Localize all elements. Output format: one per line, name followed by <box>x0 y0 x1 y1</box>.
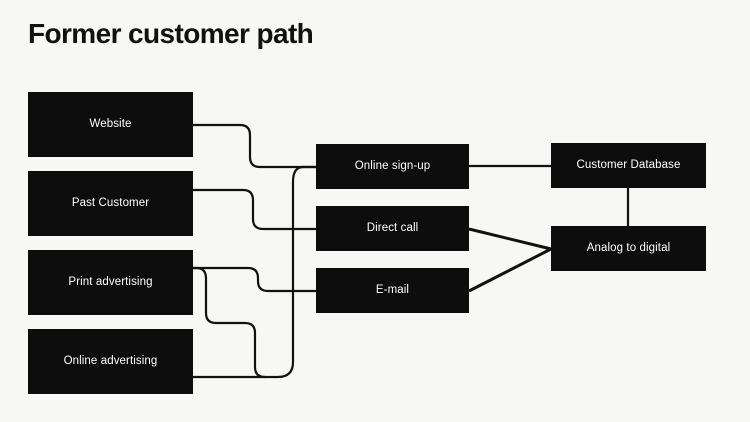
node-label-online-advertising: Online advertising <box>63 355 158 367</box>
node-label-print-advertising: Print advertising <box>68 276 153 288</box>
node-label-online-sign-up: Online sign-up <box>354 159 431 172</box>
node-label-website: Website <box>89 118 132 130</box>
node-label-e-mail: E-mail <box>375 283 410 296</box>
edge-past-customer-to-direct-call <box>193 188 316 231</box>
node-customer-database[interactable]: Customer Database <box>551 143 706 188</box>
edge-e-mail-to-analog-to-digital <box>468 247 552 293</box>
node-direct-call[interactable]: Direct call <box>316 206 469 251</box>
page-title: Former customer path <box>28 18 314 49</box>
node-label-past-customer: Past Customer <box>71 197 150 209</box>
node-print-advertising[interactable]: Print advertising <box>28 250 193 315</box>
node-label-analog-to-digital: Analog to digital <box>586 241 671 254</box>
node-label-customer-database: Customer Database <box>576 158 681 171</box>
edge-website-to-online-sign-up <box>193 123 316 169</box>
node-website[interactable]: Website <box>28 92 193 157</box>
edge-print-advertising-to-e-mail <box>193 266 316 293</box>
node-online-sign-up[interactable]: Online sign-up <box>316 144 469 189</box>
node-online-advertising[interactable]: Online advertising <box>28 329 193 394</box>
node-e-mail[interactable]: E-mail <box>316 268 469 313</box>
node-past-customer[interactable]: Past Customer <box>28 171 193 236</box>
edge-direct-call-to-analog-to-digital <box>468 227 552 251</box>
node-label-direct-call: Direct call <box>366 221 419 234</box>
edge-print-advertising-to-online-sign-up <box>193 266 266 379</box>
edge-online-advertising-to-online-sign-up <box>193 165 316 379</box>
node-analog-to-digital[interactable]: Analog to digital <box>551 226 706 271</box>
